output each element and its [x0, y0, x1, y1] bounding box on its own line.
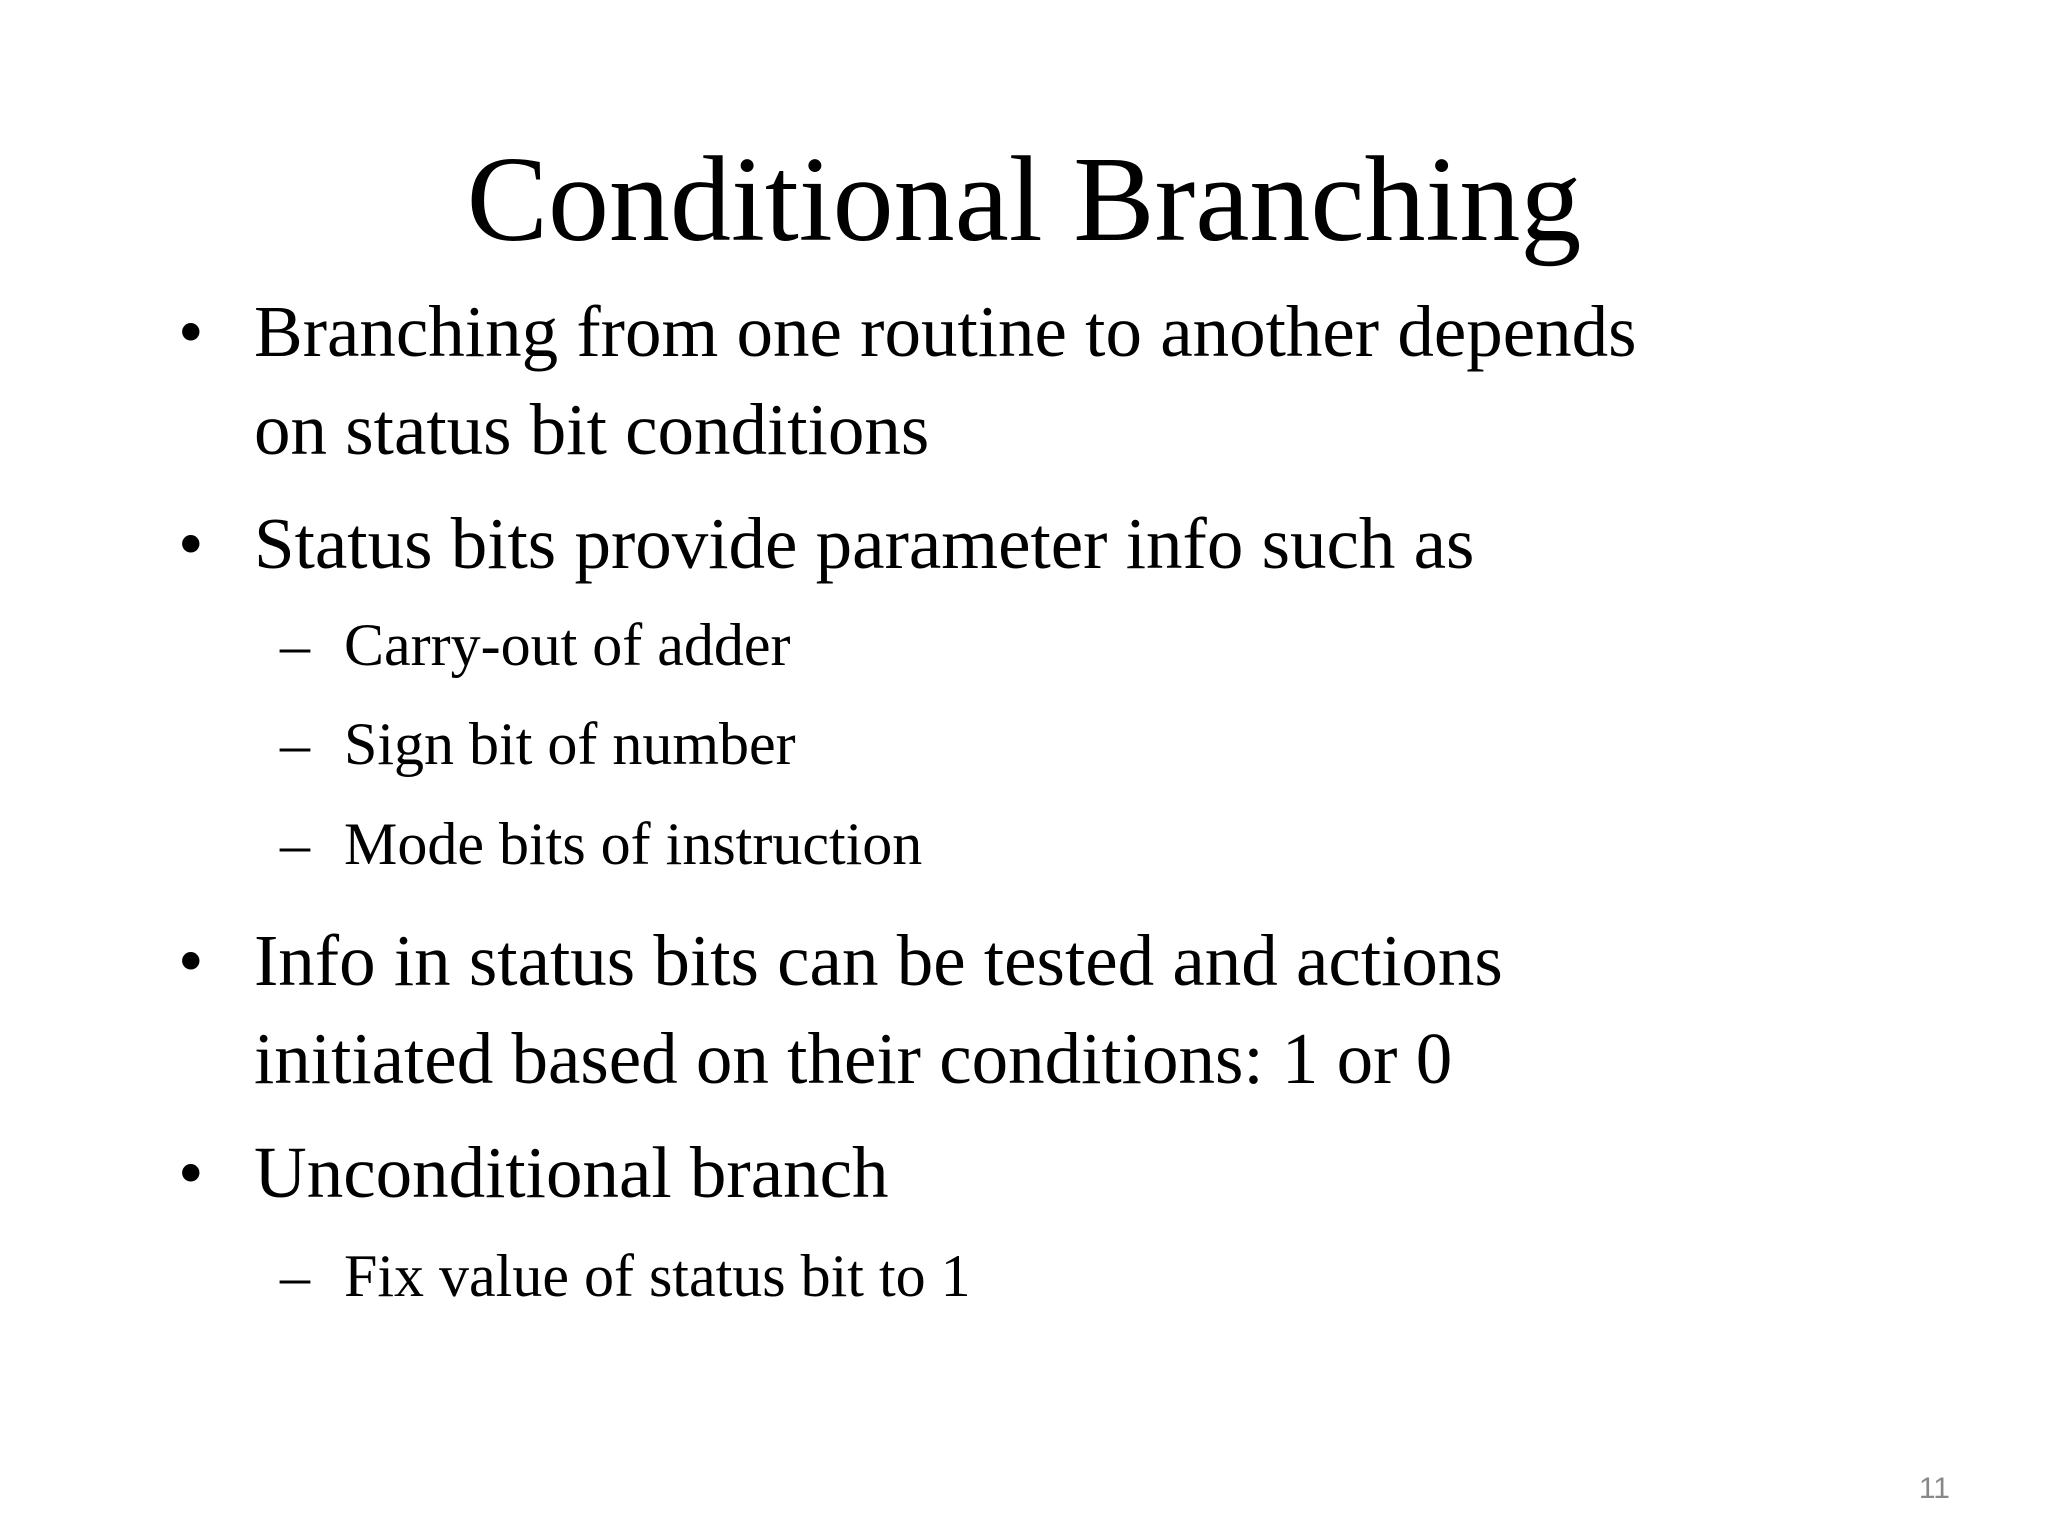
sub-bullet-marker: –: [280, 1243, 310, 1309]
sub-bullet-text: Carry-out of adder: [344, 612, 791, 678]
bullet-text: Branching from one routine to another de…: [254, 283, 1874, 479]
bullet-item: • Info in status bits can be tested and …: [178, 912, 1878, 1108]
bullet-text: Info in status bits can be tested and ac…: [254, 912, 1874, 1108]
bullet-line: Info in status bits can be tested and ac…: [254, 920, 1503, 1001]
bullet-line: Status bits provide parameter info such …: [254, 503, 1475, 584]
bullet-line: on status bit conditions: [254, 389, 930, 470]
bullet-line: initiated based on their conditions: 1 o…: [254, 1018, 1453, 1099]
slide-title: Conditional Branching: [466, 132, 1582, 267]
sub-bullet-marker: –: [280, 811, 310, 877]
sub-bullet-marker: –: [280, 711, 310, 777]
bullet-marker: •: [178, 291, 204, 372]
bullet-marker: •: [178, 920, 204, 1001]
sub-bullet-text: Mode bits of instruction: [344, 811, 923, 877]
bullet-line: Branching from one routine to another de…: [254, 291, 1637, 372]
page-number: 11: [1918, 1472, 1950, 1505]
bullet-text: Unconditional branch: [254, 1124, 1874, 1222]
bullet-marker: •: [178, 1132, 204, 1213]
bullet-item: • Status bits provide parameter info suc…: [178, 495, 1878, 593]
sub-bullet-text: Sign bit of number: [344, 711, 796, 777]
sub-bullet-marker: –: [280, 612, 310, 678]
bullet-item: • Unconditional branch: [178, 1124, 1878, 1222]
bullet-marker: •: [178, 503, 204, 584]
bullet-text: Status bits provide parameter info such …: [254, 495, 1874, 593]
bullet-item: • Branching from one routine to another …: [178, 283, 1878, 479]
bullet-line: Unconditional branch: [254, 1132, 889, 1213]
sub-bullet-text: Fix value of status bit to 1: [344, 1243, 971, 1309]
